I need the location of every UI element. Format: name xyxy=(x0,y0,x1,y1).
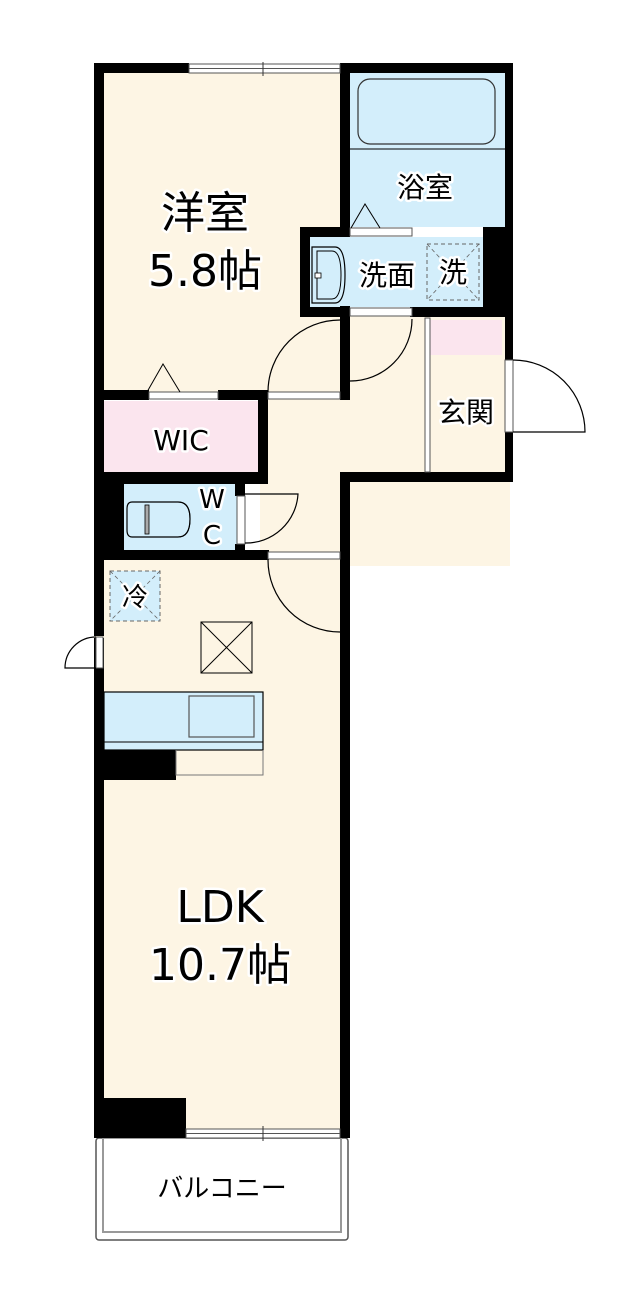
walls xyxy=(94,63,513,1138)
ldk-name: LDK xyxy=(176,882,264,933)
wc-label-w: W xyxy=(199,485,225,515)
door-swing-icon xyxy=(64,318,586,669)
washer-space-icon xyxy=(426,243,480,301)
bathroom-name: 浴室 xyxy=(397,171,453,204)
washer-label: 洗 xyxy=(439,256,467,289)
pillar-duct-icon xyxy=(200,621,253,674)
fridge-label: 冷 xyxy=(122,583,148,613)
window-icon xyxy=(185,62,341,1141)
toilet-icon xyxy=(126,501,191,538)
kitchen-sink-icon xyxy=(103,691,264,776)
entrance-name: 玄関 xyxy=(438,396,494,429)
balcony-name: バルコニー xyxy=(157,1174,286,1204)
bathtub-icon xyxy=(350,78,505,150)
western-room-name: 洋室 xyxy=(161,188,249,239)
door-sills xyxy=(95,227,514,669)
washroom-name: 洗面 xyxy=(359,259,415,292)
washbasin-icon xyxy=(311,246,346,304)
ldk-size: 10.7帖 xyxy=(149,940,291,991)
wic-name: WIC xyxy=(153,424,209,457)
room-labels: 洋室 5.8帖 浴室 洗面 洗 玄関 WIC W C 冷 LDK 10.7帖 バ… xyxy=(119,169,496,1205)
closet-door-icon xyxy=(146,203,381,393)
western-room-size: 5.8帖 xyxy=(148,246,262,297)
wc-label-c: C xyxy=(203,521,221,551)
fridge-space-icon xyxy=(109,570,161,622)
